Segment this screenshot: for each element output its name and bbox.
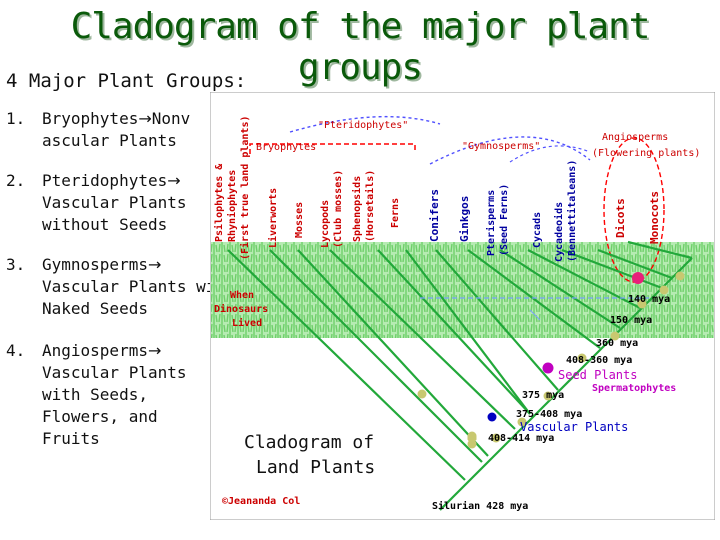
node bbox=[517, 417, 527, 427]
label-lycopods: Lycopods bbox=[320, 200, 331, 248]
label-time-150: 150 mya bbox=[610, 315, 652, 326]
label-cycadeoids: Cycadeoids bbox=[553, 202, 565, 262]
inset-title-line1: Cladogram of bbox=[244, 432, 374, 453]
grass-pattern bbox=[211, 242, 714, 338]
label-ginkgos: Ginkgos bbox=[458, 196, 471, 242]
label-pteridophytes: "Pteridophytes" bbox=[318, 120, 408, 131]
group-description: Vascular Plants with Seeds, Flowers, and… bbox=[42, 363, 187, 448]
label-rhyniophytes: Rhyniophytes bbox=[226, 170, 238, 242]
group-name: Pteridophytes bbox=[42, 171, 168, 190]
node-vascular bbox=[487, 412, 497, 422]
label-monocots: Monocots bbox=[648, 191, 661, 244]
label-liverworts: Liverworts bbox=[267, 188, 279, 248]
node bbox=[577, 353, 587, 363]
label-time-140: 140 mya bbox=[628, 294, 670, 305]
bracket-bryophytes bbox=[249, 143, 416, 154]
label-psilophytes: Psilophytes & bbox=[213, 163, 225, 242]
group-description: Nonv ascular Plants bbox=[42, 109, 191, 150]
cladogram-diagram: Bryophytes "Pteridophytes" "Gymnosperms"… bbox=[210, 92, 715, 520]
inset-title-line2: Land Plants bbox=[256, 457, 375, 478]
node bbox=[543, 391, 553, 401]
copyright-text: ©Jeananda Col bbox=[222, 496, 300, 507]
group-description: Vascular Plants with Naked Seeds bbox=[42, 277, 235, 318]
dashed-time-line-2 bbox=[529, 309, 541, 321]
label-sphenopsids: Sphenopsids bbox=[351, 176, 363, 242]
label-mosses: Mosses bbox=[294, 202, 305, 238]
group-name: Gymnosperms bbox=[42, 255, 148, 274]
label-time-375-408: 375-408 mya bbox=[516, 409, 582, 420]
label-horsetails: (Horsetails) bbox=[364, 170, 376, 242]
bracket-gymnosperms bbox=[429, 136, 591, 165]
label-when: When bbox=[230, 290, 254, 301]
label-time-silurian: Silurian 428 mya bbox=[432, 500, 528, 512]
label-time-408-414: 408-414 mya bbox=[488, 433, 554, 444]
label-vascular-plants: Vascular Plants bbox=[520, 420, 628, 434]
label-time-408-360: 408-360 mya bbox=[566, 355, 632, 366]
list-number: 2. bbox=[6, 171, 26, 190]
label-seed-plants: Seed Plants bbox=[558, 368, 637, 382]
list-number: 1. bbox=[6, 109, 26, 128]
arrow-icon: → bbox=[167, 171, 181, 190]
arrow-icon: → bbox=[147, 255, 162, 274]
node bbox=[417, 389, 427, 399]
label-bryophytes: Bryophytes bbox=[256, 142, 316, 153]
bracket-pteridophytes bbox=[289, 115, 441, 133]
node bbox=[491, 433, 501, 443]
node bbox=[637, 299, 647, 309]
label-spermatophytes: Spermatophytes bbox=[592, 383, 676, 394]
label-conifers: Conifers bbox=[428, 189, 441, 242]
arrow-icon: → bbox=[138, 109, 152, 128]
node bbox=[659, 285, 669, 295]
label-gymnosperms: "Gymnosperms" bbox=[462, 141, 540, 152]
label-bennettitaleans: (Bennettitaleans) bbox=[566, 160, 578, 262]
node bbox=[467, 433, 477, 443]
label-time-360: 360 mya bbox=[596, 338, 638, 349]
label-club-mosses: (Club mosses) bbox=[333, 170, 344, 248]
label-first-land-plants: (First true land plants) bbox=[239, 116, 251, 261]
label-flowering-plants: (Flowering plants) bbox=[592, 148, 700, 159]
label-angiosperms: Angiosperms bbox=[602, 132, 668, 143]
label-dicots: Dicots bbox=[614, 198, 627, 238]
group-description: Vascular Plants without Seeds bbox=[42, 193, 187, 234]
node bbox=[675, 271, 685, 281]
list-number: 3. bbox=[6, 255, 26, 274]
branch-lines bbox=[227, 240, 693, 511]
node bbox=[610, 331, 620, 341]
label-pterisperms: Pterisperms bbox=[485, 190, 497, 256]
label-seed-ferns: (Seed Ferns) bbox=[499, 184, 510, 256]
section-subtitle: 4 Major Plant Groups: bbox=[6, 70, 247, 92]
list-number: 4. bbox=[6, 341, 26, 360]
node-seed-plants bbox=[542, 362, 554, 374]
label-ferns: Ferns bbox=[390, 198, 401, 228]
arrow-icon: → bbox=[147, 341, 162, 360]
node-angiosperms bbox=[632, 272, 644, 284]
page-title: Cladogram of the major plant groups bbox=[70, 6, 651, 88]
label-dinosaurs: Dinosaurs bbox=[214, 303, 268, 315]
label-lived: Lived bbox=[232, 317, 262, 329]
group-name: Angiosperms bbox=[42, 341, 148, 360]
label-cycads: Cycads bbox=[532, 212, 543, 248]
group-name: Bryophytes bbox=[42, 109, 139, 128]
label-time-375: 375 mya bbox=[522, 390, 564, 401]
bracket-gymnosperms-inner bbox=[509, 145, 591, 163]
